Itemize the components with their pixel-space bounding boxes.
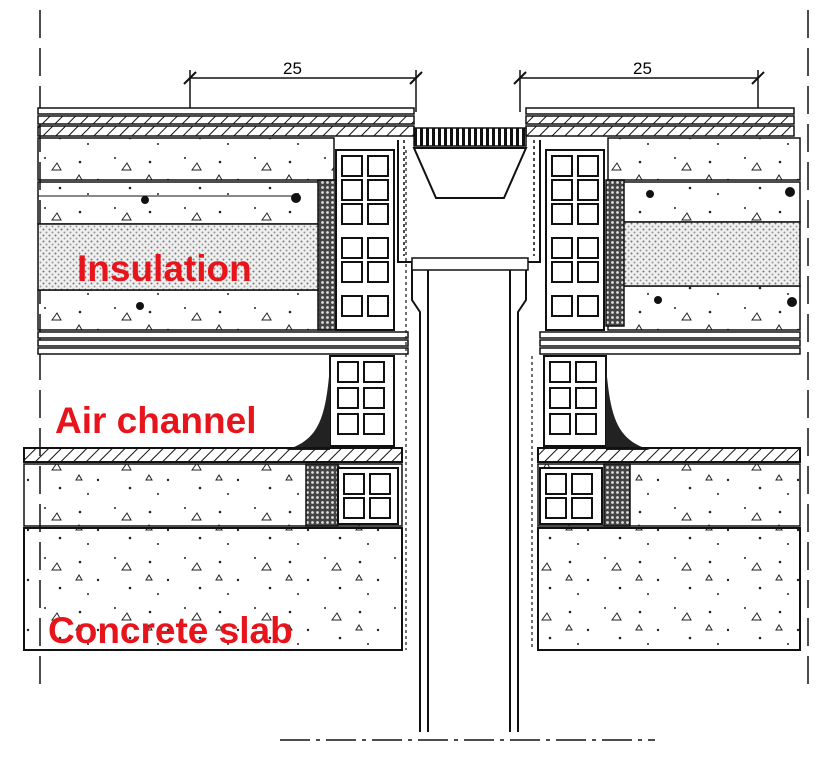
drain-funnel	[412, 147, 528, 199]
label-air-channel: Air channel	[55, 400, 257, 441]
label-insulation: Insulation	[77, 248, 252, 289]
block-column-mid-right	[543, 355, 607, 447]
upper-slab-left	[37, 137, 335, 331]
dimension-right-value: 25	[633, 59, 652, 78]
block-column-upper-left	[335, 149, 395, 331]
concrete-slab-right	[537, 527, 801, 651]
seal-strip-left	[317, 179, 337, 331]
dimension-left: 25	[183, 59, 423, 112]
adhesive-fillet-left	[286, 364, 330, 450]
channel-wall-right	[509, 140, 541, 732]
block-column-mid-left	[329, 355, 395, 447]
adhesive-fillet-right	[606, 364, 650, 450]
block-column-low-left	[337, 467, 399, 525]
dimension-right: 25	[513, 59, 765, 112]
drain-collar	[411, 257, 529, 271]
floor-grating	[413, 127, 527, 147]
dimension-left-value: 25	[283, 59, 302, 78]
block-column-low-right	[539, 467, 603, 525]
membrane-left	[23, 447, 403, 463]
membrane-right	[537, 447, 801, 463]
base-plate-left	[37, 331, 409, 355]
seal-strip-right	[605, 179, 625, 327]
floor-finish-left	[37, 107, 415, 137]
insulation-layer-right	[607, 221, 801, 287]
label-concrete-slab: Concrete slab	[48, 610, 293, 651]
block-column-upper-right	[545, 149, 605, 331]
channel-wall-left	[397, 140, 429, 732]
base-plate-right	[539, 331, 801, 355]
concrete-slab-left	[23, 527, 403, 651]
floor-finish-right	[525, 107, 795, 137]
